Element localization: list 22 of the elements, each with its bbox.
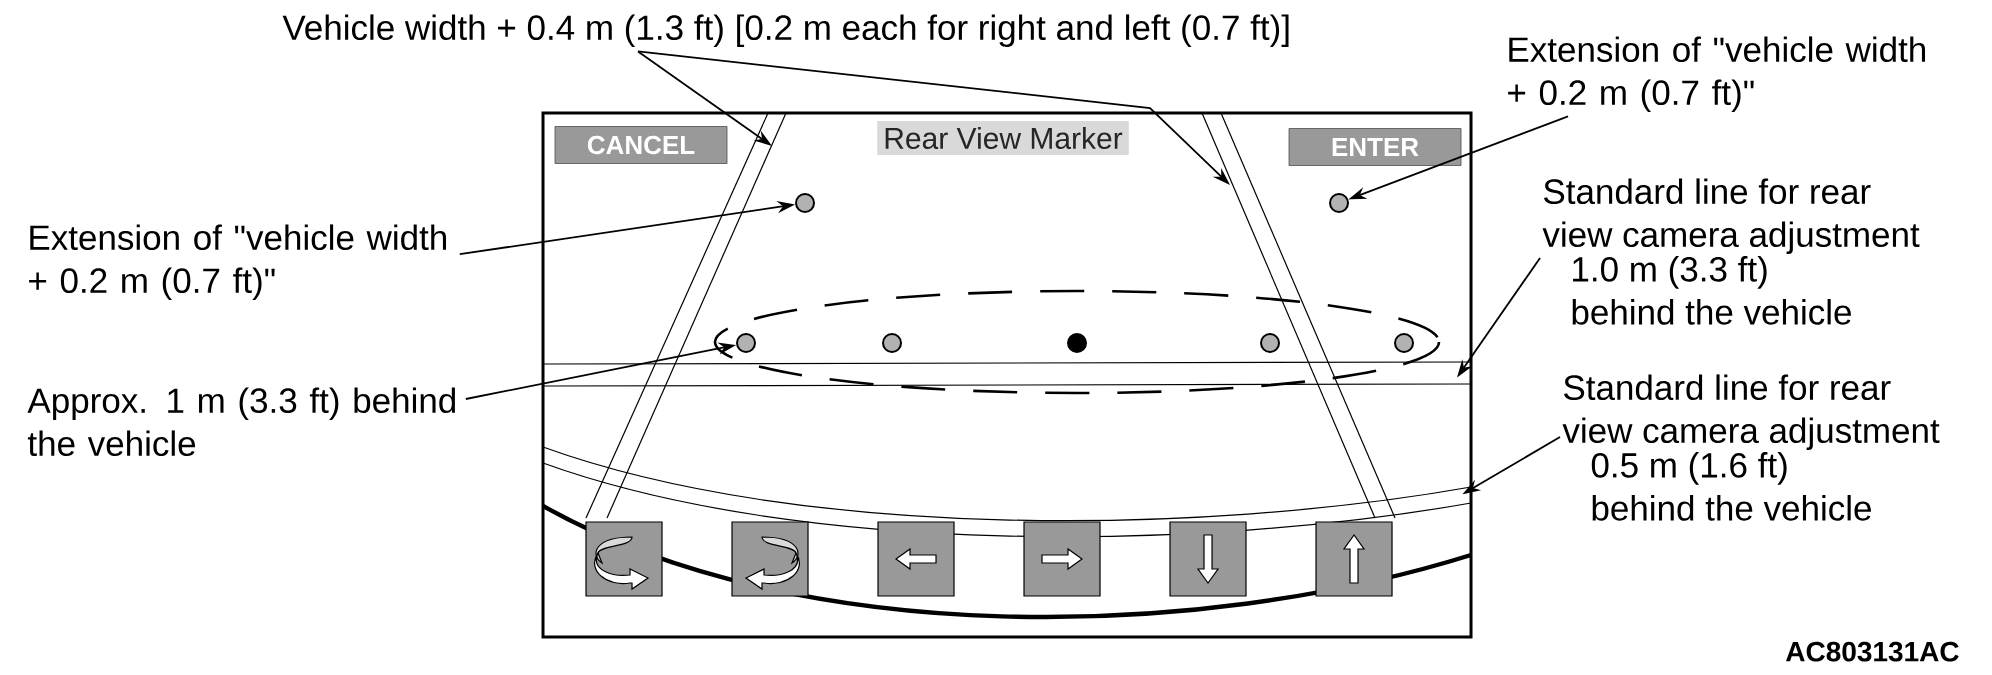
marker-dot <box>1329 193 1349 213</box>
screen-title: Rear View Marker <box>877 121 1129 155</box>
arrow-key <box>1023 521 1101 597</box>
figure-code: AC803131AC <box>1786 641 1959 662</box>
callout-text: Extension of "vehicle width + 0.2 m (0.7 ft)" <box>29 224 446 300</box>
arrow-key <box>1315 521 1393 597</box>
marker-dot <box>736 333 756 353</box>
callout-text: Standard line for rear view camera adjustment 1.0 m (3.3 ft) behind the vehicle <box>1542 178 1920 325</box>
marker-dot <box>882 333 902 353</box>
callout-text: Standard line for rear view camera adjustment 0.5 m (1.6 ft) behind the vehicle <box>1562 374 1940 521</box>
marker-dot <box>1394 333 1414 353</box>
callout-text: Vehicle width + 0.4 m (1.3 ft) [0.2 m each for right and left (0.7 ft)] <box>282 14 1289 48</box>
marker-dot <box>1260 333 1280 353</box>
callout-text: Approx. 1 m (3.3 ft) behind the vehicle <box>27 387 456 457</box>
arrow-key <box>877 521 955 597</box>
screen-button: CANCEL <box>554 126 728 164</box>
arrow-key <box>1169 521 1247 597</box>
callout-text: Extension of "vehicle width + 0.2 m (0.7 ft)" <box>1508 36 1925 112</box>
standard-line <box>542 361 1472 387</box>
marker-dot <box>795 193 815 213</box>
screen-button: ENTER <box>1288 128 1462 166</box>
marker-dot <box>1067 333 1087 353</box>
